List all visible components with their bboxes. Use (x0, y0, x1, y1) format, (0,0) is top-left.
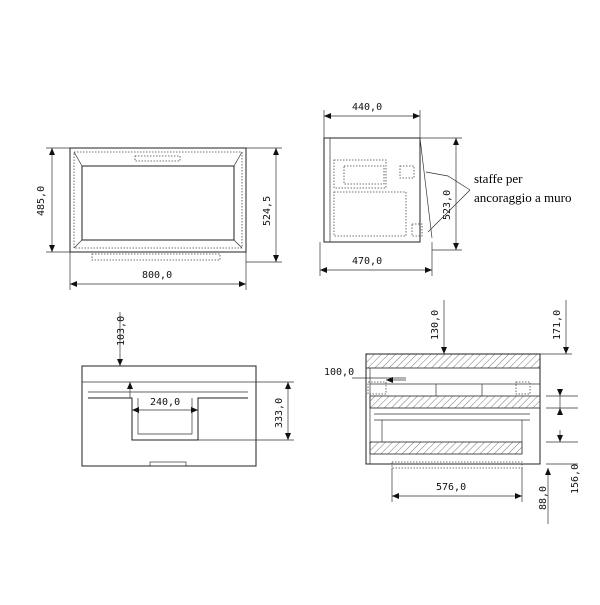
side-drawer-top (333, 159, 387, 189)
side-section-mid-hatch (369, 395, 541, 409)
wall-bracket-top (399, 165, 415, 179)
dim-side-section-top: 130,0 (430, 310, 441, 340)
dim-side-section-left-gap: 100,0 (324, 367, 354, 378)
front-view: 485,0 524,5 800,0 (36, 147, 282, 290)
side-section-top-hatch (365, 353, 541, 369)
dim-front-left-height: 485,0 (36, 186, 47, 216)
note-line-1: staffe per (474, 171, 523, 186)
wall-bracket-bottom (411, 223, 423, 237)
dim-side-section-right-top: 171,0 (552, 310, 563, 340)
side-section-base-strip (391, 461, 523, 469)
side-drawer-bottom (333, 191, 407, 237)
dim-side-section-right-lower: 156,0 (570, 464, 581, 494)
side-section: 130,0 171,0 100,0 156,0 576,0 88,0 (324, 300, 581, 524)
front-top-vent (134, 155, 181, 162)
front-base-strip (91, 253, 221, 261)
note-line-2: ancoraggio a muro (474, 190, 571, 205)
side-drawer-inner (343, 165, 385, 185)
dim-front-section-height: 333,0 (274, 398, 285, 428)
front-section-cutout (88, 397, 248, 441)
front-section-outline (81, 365, 257, 467)
dim-front-section-top: 103,0 (116, 316, 127, 346)
front-dotted-frame (73, 151, 243, 249)
dim-side-section-bottom-width: 576,0 (436, 482, 466, 493)
dim-side-bottom-depth: 470,0 (352, 256, 382, 267)
dim-side-section-bottom-offset: 88,0 (538, 486, 549, 510)
front-inner-panel (81, 165, 235, 241)
dim-side-top-depth: 440,0 (352, 102, 382, 113)
dim-front-right-height: 524,5 (262, 196, 273, 226)
side-view: 440,0 523,0 470,0 staffe per ancoraggio … (319, 102, 571, 276)
side-outline (323, 137, 421, 243)
dim-front-width: 800,0 (142, 270, 172, 281)
dim-front-section-cutout: 240,0 (150, 397, 180, 408)
side-section-bottom-hatch (369, 441, 523, 455)
front-outer-frame (69, 147, 247, 253)
dim-side-height: 523,0 (442, 190, 453, 220)
front-section: 103,0 240,0 333,0 (81, 312, 294, 467)
